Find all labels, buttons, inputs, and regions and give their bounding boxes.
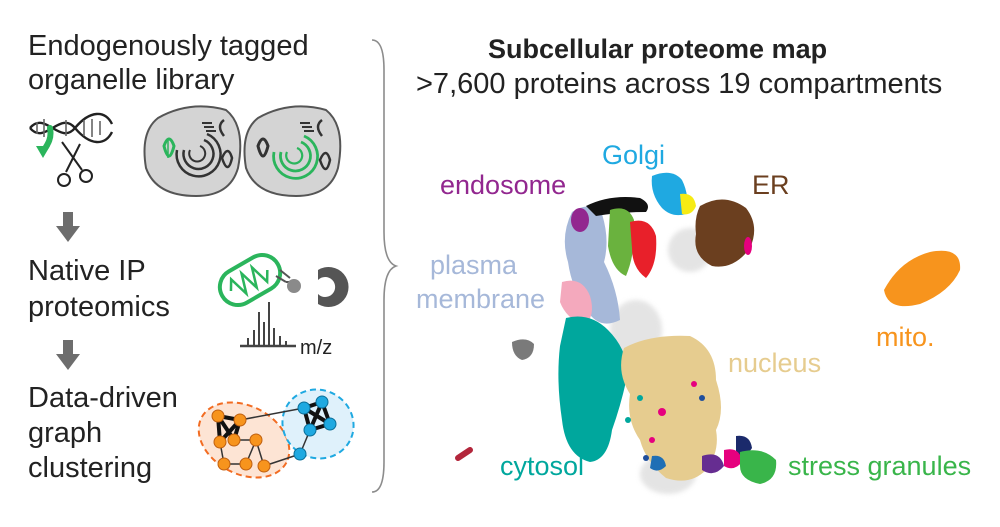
cluster-stress-granules: [740, 450, 777, 484]
down-arrow-icon-1: [56, 212, 80, 242]
panel-brace: [371, 39, 399, 493]
label-plasma: plasma: [430, 250, 518, 280]
cluster-red-dash: [455, 447, 473, 461]
cluster-black: [586, 197, 648, 216]
library-title-line1: Endogenously tagged: [28, 30, 309, 62]
cell-icon-1: [143, 105, 242, 198]
step-native-ip-line1: Native IP: [28, 255, 146, 287]
cluster-pink: [560, 280, 592, 326]
step-clustering-line2: graph: [28, 417, 103, 449]
label-cytosol: cytosol: [500, 451, 585, 481]
cluster-cytosol: [558, 316, 628, 462]
library-title-line2: organelle library: [28, 64, 235, 96]
cluster-blue-sg: [650, 455, 666, 471]
label-golgi: Golgi: [602, 140, 666, 170]
cluster-mito: [884, 250, 961, 307]
step-clustering-line1: Data-driven: [28, 382, 178, 414]
label-membrane: membrane: [416, 284, 546, 314]
cluster-pink-sg: [724, 449, 742, 469]
step-clustering-line3: clustering: [28, 452, 153, 484]
label-nucleus: nucleus: [728, 348, 822, 378]
cell-icon-2: [243, 105, 342, 198]
graph-clustering-icon: [197, 388, 355, 479]
dna-scissors-icon: [29, 112, 114, 187]
cluster-er: [695, 199, 755, 267]
cluster-golgi: [651, 172, 688, 216]
label-er: ER: [752, 170, 790, 200]
mass-spectrum-icon: [240, 302, 296, 348]
label-stress-granules: stress granules: [788, 451, 972, 481]
map-subtitle: >7,600 proteins across 19 compartments: [416, 68, 943, 100]
cluster-purple: [702, 454, 724, 474]
proteome-map: [455, 172, 961, 494]
cluster-nucleus: [621, 335, 721, 481]
cluster-green: [608, 208, 635, 276]
cluster-dark-blue: [736, 435, 752, 456]
cluster-red: [630, 220, 657, 278]
step-native-ip-line2: proteomics: [28, 291, 170, 323]
map-title: Subcellular proteome map: [488, 34, 828, 64]
mitochondrion-magnet-icon: [217, 253, 349, 307]
cluster-yellow: [680, 193, 696, 215]
down-arrow-icon-2: [56, 340, 80, 370]
cluster-gray: [512, 339, 534, 360]
cluster-er-magenta: [744, 237, 752, 255]
cluster-endosome: [571, 208, 589, 232]
mz-axis-label: m/z: [300, 337, 333, 359]
label-mito: mito.: [876, 322, 935, 352]
label-endosome: endosome: [440, 170, 567, 200]
